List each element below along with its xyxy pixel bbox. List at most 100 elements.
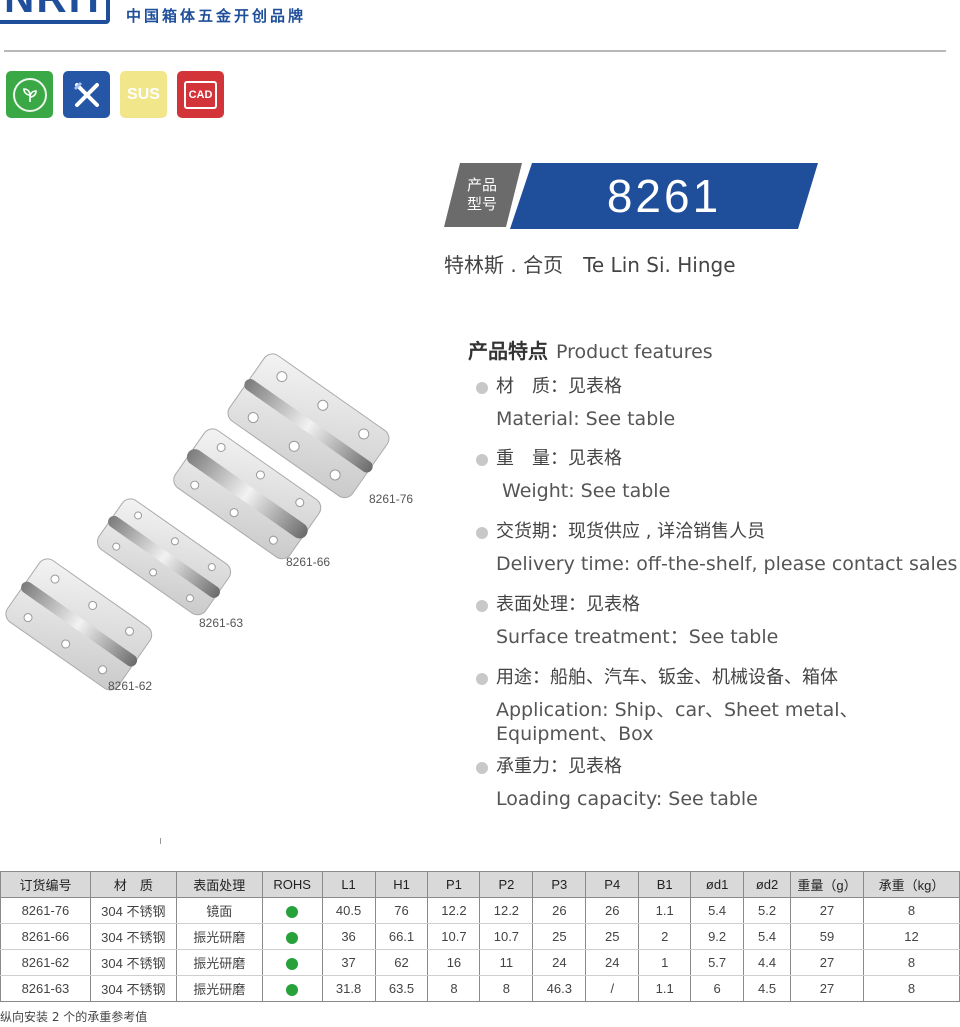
table-cell: 24 bbox=[585, 949, 640, 976]
feature-cn: 表面处理：见表格 bbox=[476, 593, 778, 617]
col-header: P4 bbox=[585, 871, 640, 898]
table-cell: 27 bbox=[790, 975, 864, 1002]
feature-delivery: 交货期：现货供应 , 详洽销售人员 Delivery time: off-the… bbox=[476, 520, 960, 576]
table-cell: 8 bbox=[427, 975, 481, 1002]
table-cell: 5.7 bbox=[690, 949, 745, 976]
col-header: 订货编号 bbox=[0, 871, 91, 898]
rohs-compliant-icon bbox=[286, 931, 299, 944]
col-header: P2 bbox=[479, 871, 534, 898]
table-cell: 1.1 bbox=[638, 975, 692, 1002]
col-header: P1 bbox=[427, 871, 481, 898]
hinge-label-63: 8261-63 bbox=[199, 616, 244, 630]
table-cell: 12.2 bbox=[479, 897, 534, 924]
col-header: 材 质 bbox=[89, 871, 177, 898]
col-header: ROHS bbox=[261, 871, 323, 898]
logo bbox=[0, 0, 110, 24]
table-cell: 8261-62 bbox=[0, 949, 91, 976]
feature-material: 材 质：见表格 Material: See table bbox=[476, 375, 675, 431]
model-tag-shape bbox=[444, 163, 522, 227]
table-cell: 304 不锈钢 bbox=[89, 975, 177, 1002]
table-cell: 8261-63 bbox=[0, 975, 91, 1002]
table-cell: 16 bbox=[427, 949, 481, 976]
table-cell: 8 bbox=[862, 949, 960, 976]
tools-icon bbox=[63, 71, 110, 118]
table-cell: 5.2 bbox=[743, 897, 792, 924]
table-cell: 振光研磨 bbox=[175, 923, 263, 950]
brand-tagline: 中国箱体五金开创品牌 bbox=[126, 7, 307, 25]
table-cell: 5.4 bbox=[690, 897, 745, 924]
features-title-en: Product features bbox=[556, 341, 713, 363]
table-cell: 8261-76 bbox=[0, 897, 91, 924]
col-header: 重量（g） bbox=[790, 871, 864, 898]
table-cell: 26 bbox=[585, 897, 640, 924]
model-number: 8261 bbox=[606, 170, 722, 222]
col-header: P3 bbox=[532, 871, 587, 898]
table-cell: 304 不锈钢 bbox=[89, 897, 177, 924]
table-cell: 振光研磨 bbox=[175, 975, 263, 1002]
table-cell: 26 bbox=[532, 897, 587, 924]
sus-icon: SUS bbox=[120, 71, 167, 118]
table-cell: 1.1 bbox=[638, 897, 692, 924]
table-cell: 9.2 bbox=[690, 923, 745, 950]
table-cell: 27 bbox=[790, 949, 864, 976]
table-cell: 304 不锈钢 bbox=[89, 949, 177, 976]
hinge-label-76: 8261-76 bbox=[369, 492, 414, 506]
table-cell: 2 bbox=[638, 923, 692, 950]
feature-cn: 承重力：见表格 bbox=[476, 755, 758, 779]
table-cell: 62 bbox=[374, 949, 429, 976]
hinge-label-62: 8261-62 bbox=[108, 679, 153, 693]
model-bar-shape bbox=[510, 163, 818, 229]
rohs-compliant-icon bbox=[286, 983, 299, 996]
rohs-cell bbox=[261, 949, 323, 976]
table-cell: 76 bbox=[374, 897, 429, 924]
table-cell: 31.8 bbox=[321, 975, 376, 1002]
table-cell: 4.5 bbox=[743, 975, 792, 1002]
rohs-cell bbox=[261, 975, 323, 1002]
table-cell: 46.3 bbox=[532, 975, 587, 1002]
feature-cn: 交货期：现货供应 , 详洽销售人员 bbox=[476, 520, 960, 544]
feature-en-line2: Equipment、Box bbox=[496, 723, 654, 745]
feature-surface: 表面处理：见表格 Surface treatment：See table bbox=[476, 593, 778, 649]
feature-en: Surface treatment：See table bbox=[496, 626, 779, 648]
table-header-row: 订货编号 材 质 表面处理 ROHS L1 H1 P1 P2 P3 P4 B1 … bbox=[0, 871, 960, 898]
table-cell: 66.1 bbox=[374, 923, 429, 950]
table-cell: 8 bbox=[862, 975, 960, 1002]
feature-en: Application: Ship、car、Sheet metal、 bbox=[496, 699, 859, 721]
table-cell: 37 bbox=[321, 949, 376, 976]
table-cell: 40.5 bbox=[321, 897, 376, 924]
divider-tick bbox=[160, 838, 161, 844]
table-cell: 12 bbox=[862, 923, 960, 950]
feature-cn: 用途：船舶、汽车、钣金、机械设备、箱体 bbox=[476, 666, 859, 690]
table-cell: 8 bbox=[862, 897, 960, 924]
table-cell: 6 bbox=[690, 975, 745, 1002]
table-cell: 25 bbox=[532, 923, 587, 950]
table-cell: 27 bbox=[790, 897, 864, 924]
features-title-cn: 产品特点 bbox=[468, 339, 548, 363]
table-cell: 1 bbox=[638, 949, 692, 976]
header-divider bbox=[4, 50, 946, 52]
rohs-compliant-icon bbox=[286, 905, 299, 918]
cad-icon: CAD bbox=[177, 71, 224, 118]
col-header: B1 bbox=[638, 871, 692, 898]
col-header: ød1 bbox=[690, 871, 745, 898]
hinge-label-66: 8261-66 bbox=[286, 555, 331, 569]
product-name: 特林斯 . 合页 Te Lin Si. Hinge bbox=[444, 253, 736, 277]
rohs-cell bbox=[261, 897, 323, 924]
feature-loading: 承重力：见表格 Loading capacity: See table bbox=[476, 755, 758, 811]
table-cell: 59 bbox=[790, 923, 864, 950]
feature-en: Loading capacity: See table bbox=[496, 788, 758, 810]
col-header: 表面处理 bbox=[175, 871, 263, 898]
eco-icon bbox=[6, 71, 53, 118]
feature-cn: 重 量：见表格 bbox=[476, 447, 670, 471]
table-cell: 5.4 bbox=[743, 923, 792, 950]
spec-table: 订货编号 材 质 表面处理 ROHS L1 H1 P1 P2 P3 P4 B1 … bbox=[0, 871, 960, 1002]
table-cell: 24 bbox=[532, 949, 587, 976]
features-title: 产品特点 Product features bbox=[468, 335, 713, 364]
table-cell: 8261-66 bbox=[0, 923, 91, 950]
feature-en: Delivery time: off-the-shelf, please con… bbox=[496, 553, 960, 575]
col-header: ød2 bbox=[743, 871, 792, 898]
feature-en: Material: See table bbox=[496, 408, 676, 430]
